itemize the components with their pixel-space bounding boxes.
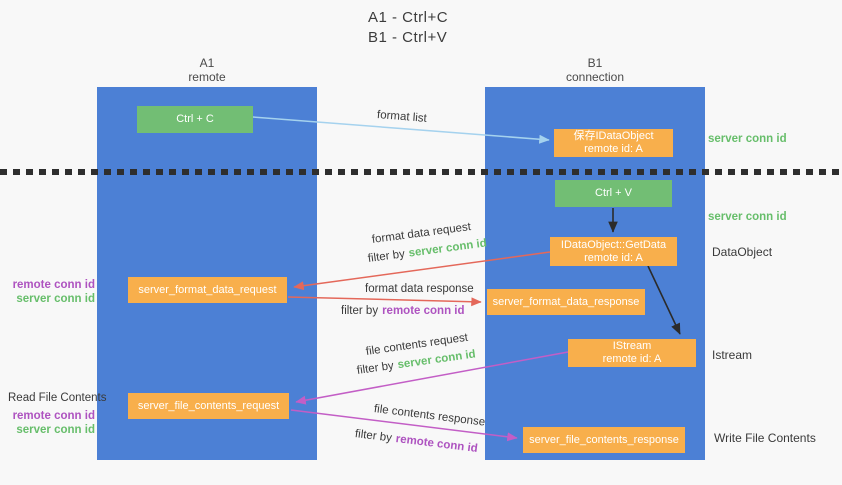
dotted-divider-line [0, 169, 842, 175]
title-line-1: A1 - Ctrl+C [368, 9, 449, 26]
ctrl-v-label: Ctrl + V [595, 187, 632, 199]
server-conn-id-text: server conn id [407, 237, 488, 260]
save-idataobject-line2: remote id: A [584, 143, 643, 155]
remote-conn-id-text: remote conn id [382, 305, 465, 317]
side-label-server-conn-id-top: server conn id [708, 133, 787, 145]
diagram-title: A1 - Ctrl+C B1 - Ctrl+V [368, 8, 448, 48]
side-label-read-file-contents: Read File Contents [8, 392, 107, 404]
edge-label-file-contents-response: file contents response [373, 403, 486, 429]
filter-by-text: filter by [356, 359, 395, 377]
filter-by-text: filter by [341, 305, 379, 317]
node-server-format-data-response: server_format_data_response [487, 289, 645, 315]
side-label-istream: Istream [712, 348, 753, 362]
lane-a1-name: A1 [199, 56, 215, 70]
lane-b1-name: B1 [587, 56, 603, 70]
side-label-dataobject: DataObject [712, 245, 773, 259]
node-idataobject-getdata: IDataObject::GetData remote id: A [550, 237, 677, 266]
node-save-idataobject: 保存IDataObject remote id: A [554, 129, 673, 157]
filter-by-text: filter by [367, 248, 406, 265]
lane-header-a1: A1 remote [97, 56, 317, 84]
istream-line1: IStream [612, 340, 652, 352]
format-response-label: server_format_data_response [492, 295, 640, 308]
node-server-file-contents-response: server_file_contents_response [523, 427, 685, 453]
node-server-file-contents-request: server_file_contents_request [128, 393, 289, 419]
lane-a1-role: remote [188, 70, 226, 84]
ctrl-c-label: Ctrl + C [176, 113, 214, 125]
node-istream: IStream remote id: A [568, 339, 696, 367]
file-request-label: server_file_contents_request [137, 399, 280, 412]
istream-line2: remote id: A [602, 353, 662, 365]
server-conn-id-text: server conn id [16, 424, 95, 436]
title-line-2: B1 - Ctrl+V [368, 29, 448, 46]
format-request-label: server_format_data_request [138, 283, 277, 296]
getdata-line1: IDataObject::GetData [560, 238, 667, 251]
remote-conn-id-text: remote conn id [395, 433, 479, 456]
node-ctrl-v: Ctrl + V [555, 180, 672, 207]
server-conn-id-text: server conn id [16, 293, 95, 305]
getdata-line2: remote id: A [584, 251, 643, 264]
remote-conn-id-text: remote conn id [12, 410, 95, 422]
edge-label-format-list: format list [376, 109, 428, 125]
node-ctrl-c: Ctrl + C [137, 106, 253, 133]
lane-header-b1: B1 connection [485, 56, 705, 84]
side-label-server-conn-id-mid: server conn id [708, 211, 787, 223]
side-label-conn-ids-file: remote conn id server conn id [0, 409, 95, 437]
remote-conn-id-text: remote conn id [12, 279, 95, 291]
side-label-write-file-contents: Write File Contents [714, 431, 816, 445]
filter-by-text: filter by [354, 428, 393, 445]
save-idataobject-line1: 保存IDataObject [573, 130, 654, 142]
file-response-label: server_file_contents_response [529, 433, 679, 446]
lane-b1-role: connection [565, 70, 625, 84]
side-label-conn-ids-format: remote conn id server conn id [0, 278, 95, 306]
node-server-format-data-request: server_format_data_request [128, 277, 287, 303]
edge-label-format-data-response: format data response [365, 283, 474, 295]
